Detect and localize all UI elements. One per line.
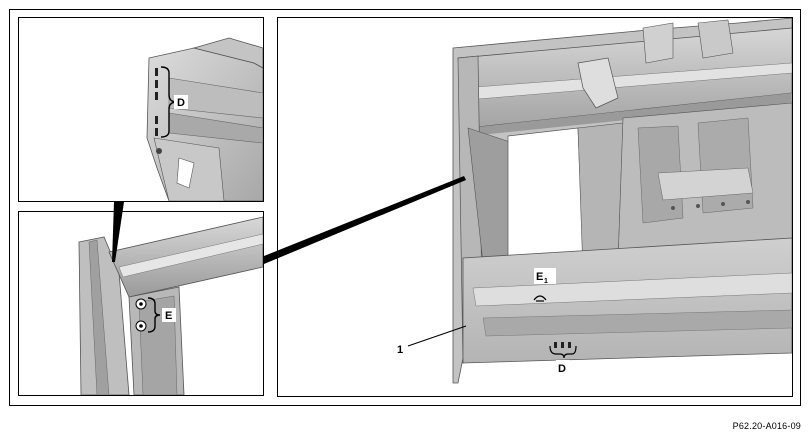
- label-e1-sub: 1: [544, 278, 548, 285]
- detail-panel-bottom: E: [18, 211, 264, 396]
- label-part-1: 1: [397, 344, 403, 356]
- label-d-bottom-box: [556, 360, 570, 374]
- label-e-box: [162, 308, 176, 322]
- detail-bottom-illustration: E: [78, 216, 263, 395]
- main-view-panel: E 1 D 1: [277, 17, 793, 397]
- label-d-top: D: [177, 97, 185, 109]
- detail-panel-top: D: [18, 17, 264, 202]
- label-e-left: E: [165, 310, 172, 322]
- detail-top-illustration: D: [146, 37, 263, 201]
- main-illustration: E 1 D 1: [397, 18, 792, 384]
- label-d-bottom: D: [558, 363, 566, 375]
- label-e1-box: [534, 268, 556, 284]
- figure-caption: P62.20-A016-09: [732, 421, 801, 431]
- label-d-box: [174, 95, 188, 109]
- label-e1-main: E: [536, 271, 543, 283]
